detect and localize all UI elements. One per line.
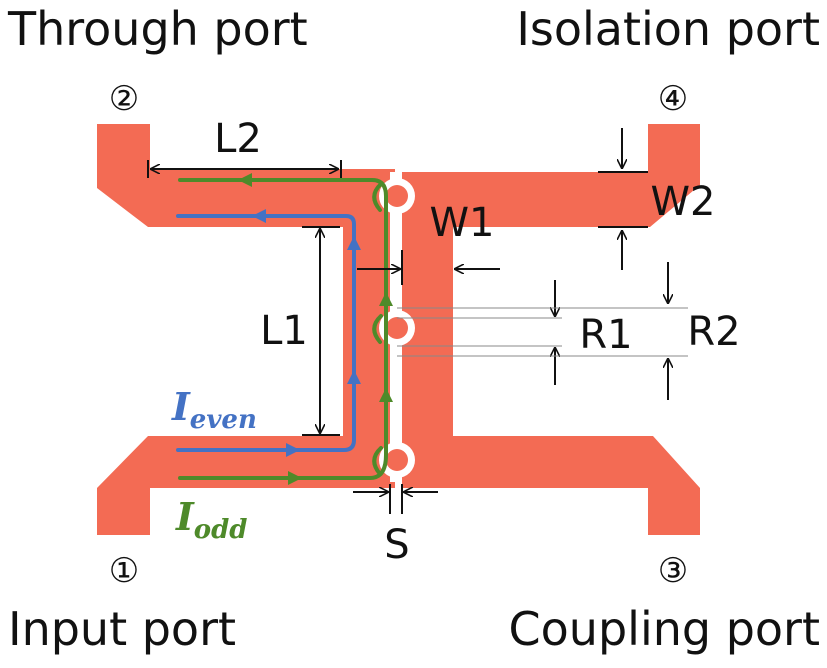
- odd-current-arrows: [238, 173, 393, 485]
- l2-label: L2: [214, 116, 262, 162]
- input-port-label: Input port: [8, 602, 236, 656]
- even-current-subscript: even: [190, 405, 257, 435]
- even-current-paths: [176, 214, 356, 452]
- isolation-port-number: ④: [658, 79, 688, 119]
- odd-current-paths: [178, 178, 388, 480]
- even-current-arrows: [252, 209, 361, 457]
- r1-label: R1: [579, 312, 632, 358]
- isolation-port-trace: [395, 124, 700, 229]
- odd-arrow-bottom: [288, 471, 302, 485]
- even-current-path: [176, 214, 356, 452]
- w2-label: W2: [651, 179, 716, 225]
- through-port-number: ②: [109, 79, 139, 119]
- even-arrow-up-2: [347, 370, 361, 384]
- even-arrow-top: [252, 209, 266, 223]
- r2-label: R2: [687, 309, 740, 355]
- through-port-trace: [97, 124, 395, 227]
- even-current-symbol: I: [171, 384, 191, 429]
- odd-current-upper-path: [178, 178, 388, 480]
- even-arrow-up-1: [347, 236, 361, 250]
- odd-current-label: Iodd: [175, 494, 247, 545]
- w1-label: W1: [430, 200, 495, 246]
- coupling-port-trace: [402, 436, 700, 535]
- even-arrow-bottom: [286, 443, 300, 457]
- odd-current-via-curl-mid: [372, 314, 383, 344]
- odd-current-symbol: I: [175, 494, 195, 539]
- even-current-label: Ieven: [171, 384, 257, 435]
- coupling-port-number: ③: [658, 551, 688, 591]
- odd-current-via-curl-bot: [372, 446, 383, 476]
- l1-label: L1: [260, 308, 308, 354]
- odd-current-subscript: odd: [194, 515, 248, 545]
- odd-arrow-up-1: [379, 292, 393, 306]
- input-port-number: ①: [109, 551, 139, 591]
- s-label: S: [384, 522, 409, 568]
- dimension-lines: [147, 128, 668, 514]
- odd-arrow-top: [238, 173, 252, 187]
- through-port-label: Through port: [7, 2, 308, 56]
- odd-arrow-up-2: [379, 388, 393, 402]
- input-port-trace: [97, 436, 395, 535]
- radius-guide-lines: [397, 307, 688, 357]
- coupling-port-label: Coupling port: [509, 602, 820, 656]
- isolation-port-label: Isolation port: [516, 2, 820, 56]
- odd-current-via-curl-top: [372, 182, 383, 212]
